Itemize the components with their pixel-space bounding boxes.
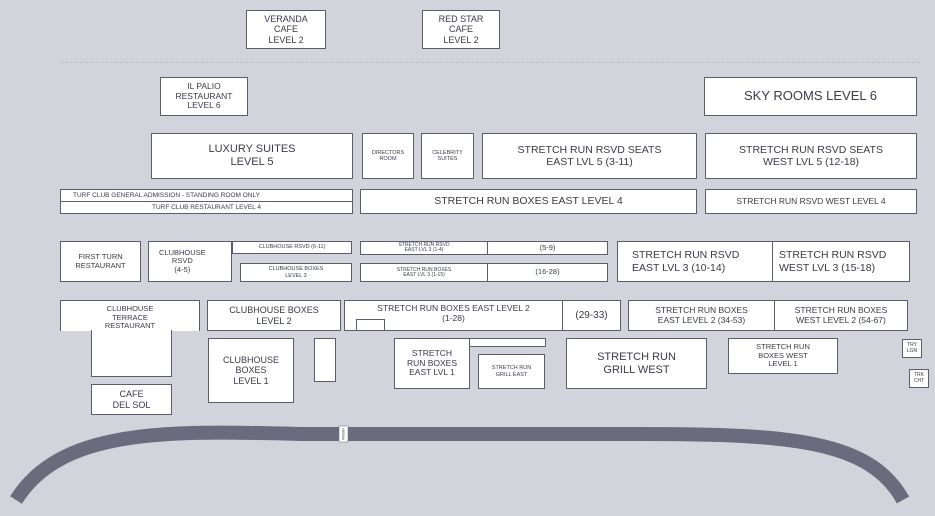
sub-block-border <box>384 319 385 331</box>
section-16-28[interactable]: (16-28) <box>487 263 608 282</box>
section-stretch-run-boxes-east-3-small[interactable]: STRETCH RUN BOXES EAST LVL 3 (1-15) <box>360 263 488 282</box>
section-stretch-run-rsvd-west-4[interactable]: STRETCH RUN RSVD WEST LEVEL 4 <box>705 189 917 214</box>
section-directors-room[interactable]: DIRECTORS ROOM <box>362 133 414 179</box>
section-stretch-run-rsvd-west-5[interactable]: STRETCH RUN RSVD SEATS WEST LVL 5 (12-18… <box>705 133 917 179</box>
section-cafe-del-sol[interactable]: CAFE DEL SOL <box>91 384 172 415</box>
section-stretch-run-rsvd-east-3-small[interactable]: STRETCH RUN RSVD EAST LVL 3 (1-4) <box>360 241 488 255</box>
section-stretch-run-boxes-east-4[interactable]: STRETCH RUN BOXES EAST LEVEL 4 <box>360 189 697 214</box>
sub-block-border <box>356 319 357 331</box>
section-red-star-cafe[interactable]: RED STAR CAFE LEVEL 2 <box>422 10 500 49</box>
section-stretch-run-boxes-west-1[interactable]: STRETCH RUN BOXES WEST LEVEL 1 <box>728 338 838 374</box>
section-clubhouse-rsvd-6-11[interactable]: CLUBHOUSE RSVD (6-11) <box>232 241 352 254</box>
section-clubhouse-terrace-lower[interactable] <box>91 330 172 377</box>
section-stretch-run-boxes-west-2[interactable]: STRETCH RUN BOXES WEST LEVEL 2 (54-67) <box>774 300 908 331</box>
section-try-lgn[interactable]: TRY LGN <box>902 339 922 358</box>
section-grill-connector[interactable] <box>469 338 546 347</box>
section-clubhouse-rsvd-4-5[interactable]: CLUBHOUSE RSVD (4-5) <box>148 241 232 282</box>
section-stretch-run-rsvd-east-3[interactable]: STRETCH RUN RSVD EAST LVL 3 (10-14) <box>617 241 773 282</box>
section-small-block[interactable] <box>314 338 336 382</box>
section-il-palio-restaurant[interactable]: IL PALIO RESTAURANT LEVEL 6 <box>160 77 248 116</box>
section-trk-cht[interactable]: TRK CHT <box>909 369 929 388</box>
section-stretch-run-boxes-east-1[interactable]: STRETCH RUN BOXES EAST LVL 1 <box>394 338 470 389</box>
finish-line-marker <box>338 425 349 443</box>
section-clubhouse-boxes-3[interactable]: CLUBHOUSE BOXES LEVEL 3 <box>240 263 352 282</box>
section-stretch-run-grill-west[interactable]: STRETCH RUN GRILL WEST <box>566 338 707 389</box>
section-clubhouse-boxes-2[interactable]: CLUBHOUSE BOXES LEVEL 2 <box>207 300 341 331</box>
section-29-33[interactable]: (29-33) <box>562 300 621 331</box>
section-stretch-run-boxes-east-2-34-53[interactable]: STRETCH RUN BOXES EAST LEVEL 2 (34-53) <box>628 300 775 331</box>
section-stretch-run-rsvd-east-5[interactable]: STRETCH RUN RSVD SEATS EAST LVL 5 (3-11) <box>482 133 697 179</box>
section-stretch-run-boxes-east-2[interactable]: STRETCH RUN BOXES EAST LEVEL 2 (1-28) <box>344 300 563 331</box>
section-turf-club-restaurant[interactable]: TURF CLUB RESTAURANT LEVEL 4 <box>60 201 353 214</box>
section-first-turn-restaurant[interactable]: FIRST TURN RESTAURANT <box>60 241 141 282</box>
section-veranda-cafe[interactable]: VERANDA CAFE LEVEL 2 <box>246 10 326 49</box>
level-divider <box>60 62 920 63</box>
section-clubhouse-boxes-1[interactable]: CLUBHOUSE BOXES LEVEL 1 <box>208 338 294 403</box>
section-sky-rooms[interactable]: SKY ROOMS LEVEL 6 <box>704 77 917 116</box>
section-clubhouse-terrace-restaurant[interactable]: CLUBHOUSE TERRACE RESTAURANT <box>60 300 200 331</box>
section-celebrity-suites[interactable]: CELEBRITY SUITES <box>421 133 474 179</box>
track-curve <box>10 425 910 504</box>
section-stretch-run-grill-east[interactable]: STRETCH RUN GRILL EAST <box>478 354 545 389</box>
finish-line-label: FINISH <box>341 428 345 440</box>
section-stretch-run-rsvd-west-3[interactable]: STRETCH RUN RSVD WEST LVL 3 (15-18) <box>772 241 910 282</box>
section-luxury-suites[interactable]: LUXURY SUITES LEVEL 5 <box>151 133 353 179</box>
sub-block-border <box>356 319 385 320</box>
section-5-9[interactable]: (5-9) <box>487 241 608 255</box>
